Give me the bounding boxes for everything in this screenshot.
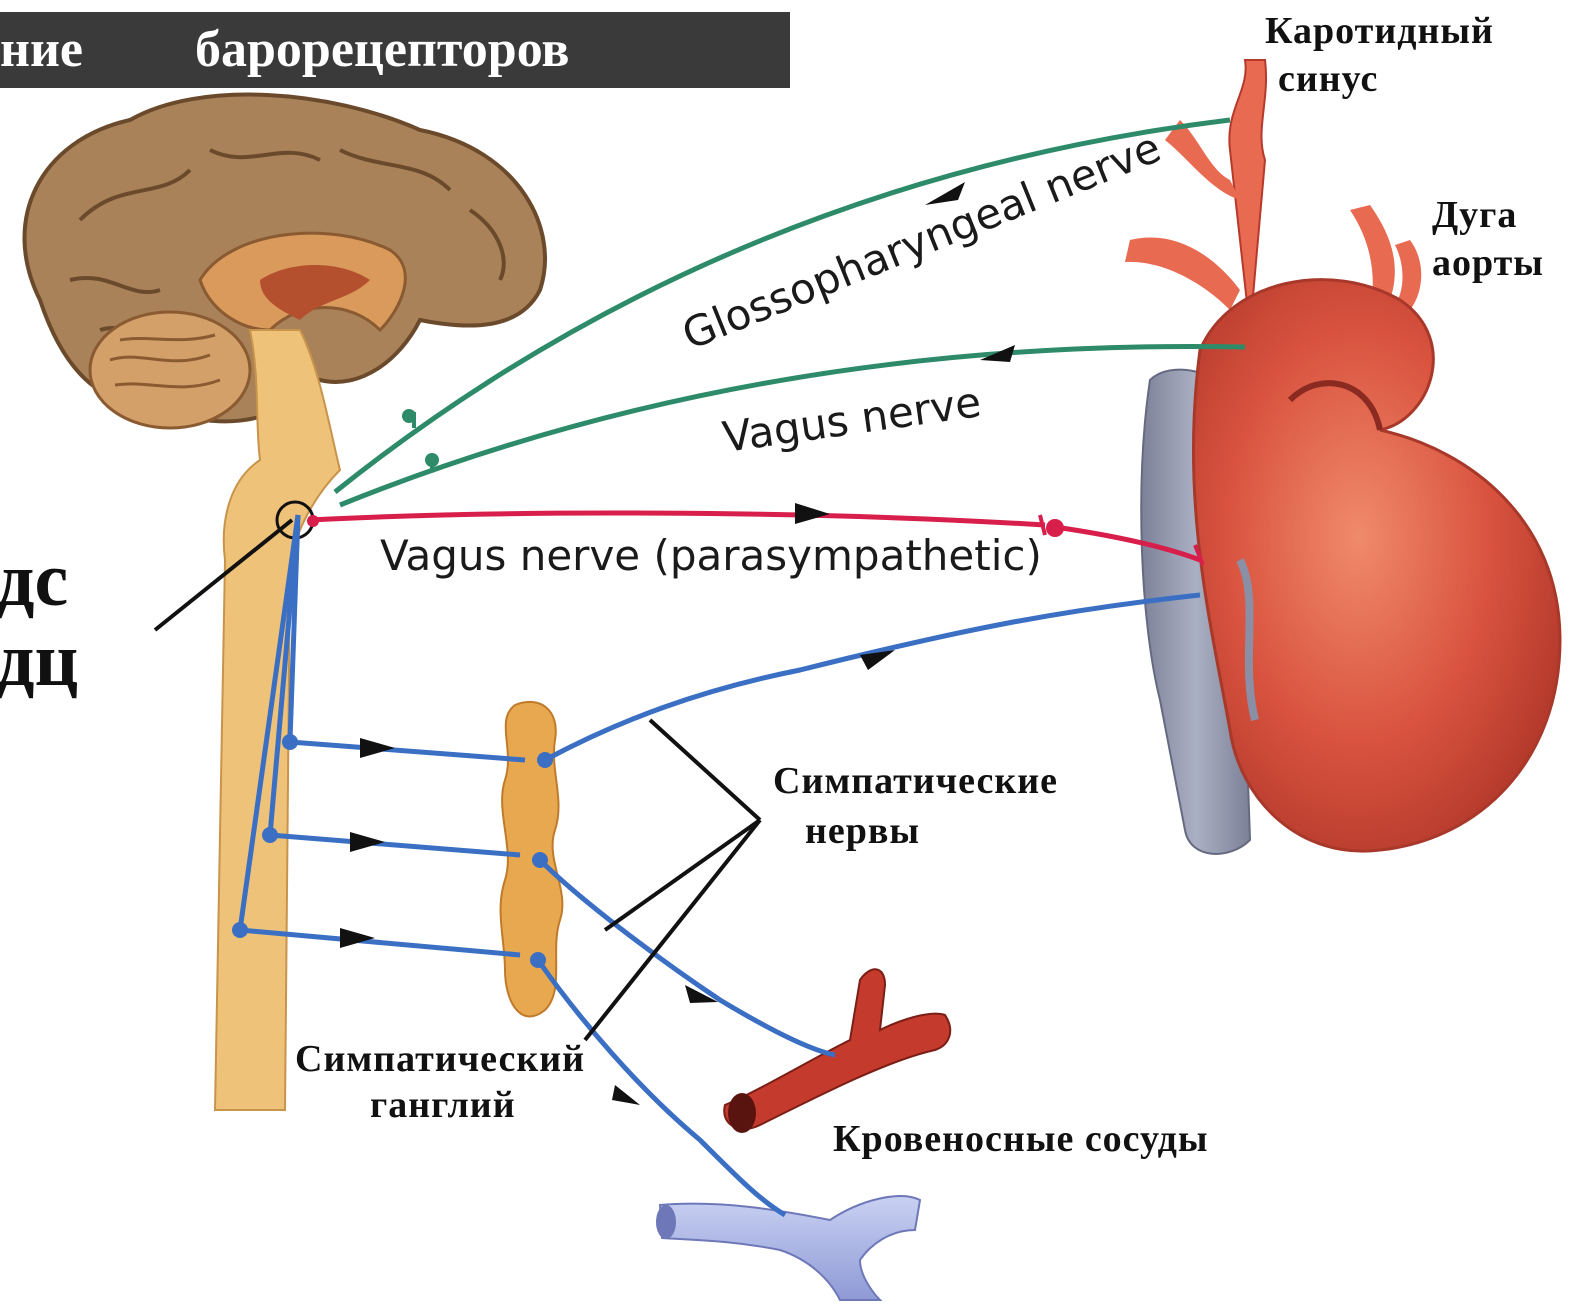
synapse-green-1: [402, 409, 416, 428]
title-word-2: барорецепторов: [195, 12, 570, 88]
vagus-parasympathetic-label: Vagus nerve (parasympathetic): [380, 531, 1042, 580]
center-label-line2: дц: [0, 618, 78, 702]
blood-vessels-label: Кровеносные сосуды: [833, 1116, 1209, 1162]
sympathetic-ganglion-label-line1: Симпатический: [295, 1036, 585, 1082]
artery-illustration: [724, 969, 950, 1133]
glossopharyngeal-nerve-label: Glossopharyngeal nerve: [675, 122, 1167, 359]
sympathetic-ganglion-label-line2: ганглий: [370, 1082, 516, 1128]
center-label-line1: дс: [0, 538, 68, 622]
carotid-sinus-label-line2: синус: [1278, 56, 1378, 102]
sympathetic-nerves-label-line2: нервы: [805, 808, 920, 854]
carotid-sinus-label-line1: Каротидный: [1265, 8, 1494, 54]
aortic-arch-label-line1: Дуга: [1432, 192, 1517, 238]
title-bar: ние барорецепторов: [0, 12, 790, 88]
heart-illustration: [1125, 60, 1560, 854]
vagus-nerve-label: Vagus nerve: [720, 377, 984, 462]
aortic-arch-label-line2: аорты: [1432, 240, 1544, 286]
title-word-1: ние: [0, 12, 83, 88]
vein-illustration: [656, 1196, 920, 1300]
sympathetic-nerves-label-line1: Симпатические: [773, 758, 1058, 804]
sympathetic-ganglion-chain: [501, 702, 563, 1017]
parasympathetic-arrow: [795, 503, 830, 524]
spinal-cord: [215, 330, 340, 1110]
